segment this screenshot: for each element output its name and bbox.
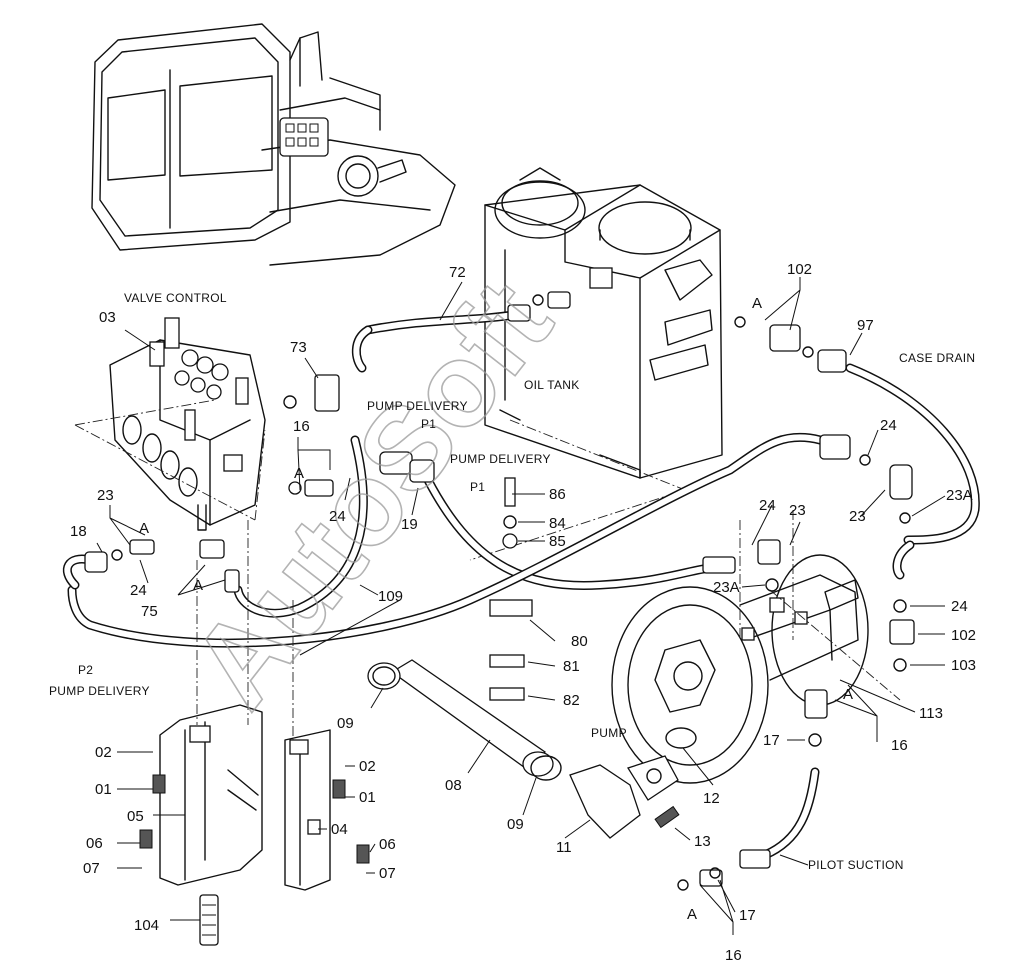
fittings bbox=[84, 291, 915, 891]
part-number-labels: 72 102 97 03 73 16 24 19 86 84 85 23 18 … bbox=[70, 261, 976, 964]
part-number: 75 bbox=[141, 603, 158, 620]
part-number: 18 bbox=[70, 523, 87, 540]
detail-mark: A bbox=[294, 465, 304, 482]
detail-mark: A bbox=[687, 906, 697, 923]
part-number: 24 bbox=[329, 508, 346, 525]
part-number: 04 bbox=[331, 821, 348, 838]
part-number: 03 bbox=[99, 309, 116, 326]
part-number: 23 bbox=[849, 508, 866, 525]
part-number: 02 bbox=[359, 758, 376, 775]
part-number: 16 bbox=[891, 737, 908, 754]
part-number: 05 bbox=[127, 808, 144, 825]
caption-case-drain: CASE DRAIN bbox=[899, 351, 975, 365]
part-number: 103 bbox=[951, 657, 976, 674]
part-number: 11 bbox=[556, 839, 572, 856]
caption-pump: PUMP bbox=[591, 726, 627, 740]
detail-mark: A bbox=[139, 520, 149, 537]
part-number: 23 bbox=[789, 502, 806, 519]
part-number: 07 bbox=[83, 860, 100, 877]
caption-pilot-suction: PILOT SUCTION bbox=[808, 858, 904, 872]
part-number: 09 bbox=[337, 715, 354, 732]
part-number: 07 bbox=[379, 865, 396, 882]
caption-pump-delivery: PUMP DELIVERY bbox=[450, 452, 551, 466]
suction-pipe-parts bbox=[367, 659, 680, 839]
port-label-p1: P1 bbox=[470, 480, 485, 494]
part-number: 86 bbox=[549, 486, 566, 503]
part-number: 72 bbox=[449, 264, 466, 281]
bracket-parts bbox=[139, 520, 370, 946]
part-number: 13 bbox=[694, 833, 711, 850]
part-number: 16 bbox=[293, 418, 310, 435]
part-number: 97 bbox=[857, 317, 874, 334]
part-number: 24 bbox=[880, 417, 897, 434]
part-number: 80 bbox=[571, 633, 588, 650]
part-number: 01 bbox=[359, 789, 376, 806]
caption-valve-control: VALVE CONTROL bbox=[124, 291, 227, 305]
part-number: 12 bbox=[703, 790, 720, 807]
part-number: 82 bbox=[563, 692, 580, 709]
part-number: 84 bbox=[549, 515, 566, 532]
part-number: 24 bbox=[951, 598, 968, 615]
caption-labels: VALVE CONTROL OIL TANK PUMP DELIVERY PUM… bbox=[49, 291, 975, 872]
detail-mark: A bbox=[193, 577, 203, 594]
detail-mark: A bbox=[752, 295, 762, 312]
part-number: 23 bbox=[97, 487, 114, 504]
pump-illustration bbox=[611, 510, 901, 784]
caption-oil-tank: OIL TANK bbox=[524, 378, 580, 392]
part-number: 24 bbox=[130, 582, 147, 599]
part-number: 24 bbox=[759, 497, 776, 514]
detail-marks: A A A A A A bbox=[139, 295, 853, 923]
oil-tank-illustration bbox=[469, 167, 723, 561]
part-number: 09 bbox=[507, 816, 524, 833]
leader-lines bbox=[96, 277, 946, 935]
part-number: 81 bbox=[563, 658, 580, 675]
part-number: 23A bbox=[713, 579, 740, 596]
hydraulic-hoses bbox=[62, 309, 980, 860]
part-number: 102 bbox=[787, 261, 812, 278]
detail-mark: A bbox=[843, 686, 853, 703]
part-number: 08 bbox=[445, 777, 462, 794]
caption-pump-delivery: PUMP DELIVERY bbox=[367, 399, 468, 413]
part-number: 02 bbox=[95, 744, 112, 761]
part-number: 17 bbox=[739, 907, 756, 924]
part-number: 06 bbox=[86, 835, 103, 852]
port-label-p1: P1 bbox=[421, 417, 436, 431]
part-number: 113 bbox=[919, 705, 943, 722]
port-label-p2: P2 bbox=[78, 663, 93, 677]
part-number: 73 bbox=[290, 339, 307, 356]
part-number: 17 bbox=[763, 732, 780, 749]
part-number: 102 bbox=[951, 627, 976, 644]
part-number: 109 bbox=[378, 588, 403, 605]
part-number: 06 bbox=[379, 836, 396, 853]
part-number: 16 bbox=[725, 947, 742, 964]
excavator-overview-illustration bbox=[91, 23, 456, 266]
part-number: 104 bbox=[134, 917, 159, 934]
part-number: 01 bbox=[95, 781, 112, 798]
control-valve-illustration bbox=[74, 317, 266, 531]
part-number: 19 bbox=[401, 516, 418, 533]
caption-pump-delivery: PUMP DELIVERY bbox=[49, 684, 150, 698]
part-number: 85 bbox=[549, 533, 566, 550]
part-number: 23A bbox=[946, 487, 973, 504]
